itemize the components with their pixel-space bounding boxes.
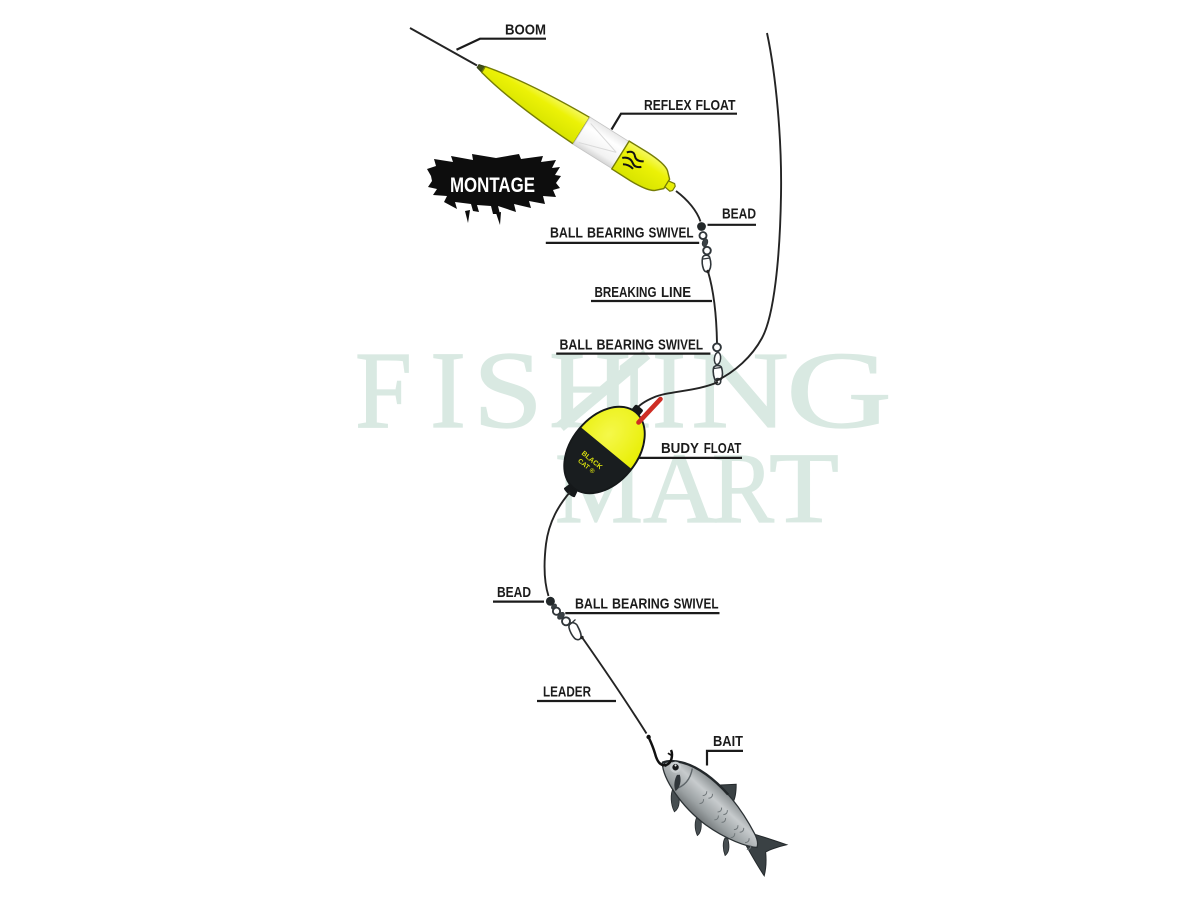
svg-text:R: R <box>712 432 775 544</box>
svg-text:FLOAT: FLOAT <box>696 97 736 114</box>
svg-text:LINE: LINE <box>661 284 691 301</box>
svg-text:SWIVEL: SWIVEL <box>649 225 694 242</box>
svg-text:REFLEX: REFLEX <box>644 97 692 114</box>
svg-text:BUDY: BUDY <box>661 440 699 457</box>
svg-text:BREAKING: BREAKING <box>595 284 657 301</box>
svg-text:N: N <box>691 329 789 451</box>
svg-text:SWIVEL: SWIVEL <box>674 596 719 613</box>
svg-text:I: I <box>652 329 686 451</box>
svg-text:LEADER: LEADER <box>543 684 591 701</box>
svg-text:T: T <box>769 432 839 544</box>
svg-text:BALL: BALL <box>550 225 583 242</box>
svg-text:BEAD: BEAD <box>497 584 531 601</box>
svg-text:BOOM: BOOM <box>505 22 546 39</box>
svg-text:BALL: BALL <box>575 596 608 613</box>
svg-text:BEARING: BEARING <box>612 596 670 613</box>
svg-text:BEARING: BEARING <box>587 225 645 242</box>
svg-text:F: F <box>355 329 412 451</box>
svg-text:FLOAT: FLOAT <box>704 440 742 457</box>
svg-text:A: A <box>643 432 717 544</box>
svg-text:BALL: BALL <box>560 337 593 354</box>
svg-text:BEAD: BEAD <box>722 206 756 223</box>
svg-text:S: S <box>473 329 543 451</box>
svg-text:SWIVEL: SWIVEL <box>658 337 703 354</box>
svg-text:I: I <box>430 329 466 451</box>
svg-text:MONTAGE: MONTAGE <box>450 173 535 197</box>
svg-text:BEARING: BEARING <box>597 337 655 354</box>
svg-text:BAIT: BAIT <box>713 733 743 750</box>
svg-text:H: H <box>549 329 631 451</box>
svg-text:G: G <box>786 329 892 451</box>
